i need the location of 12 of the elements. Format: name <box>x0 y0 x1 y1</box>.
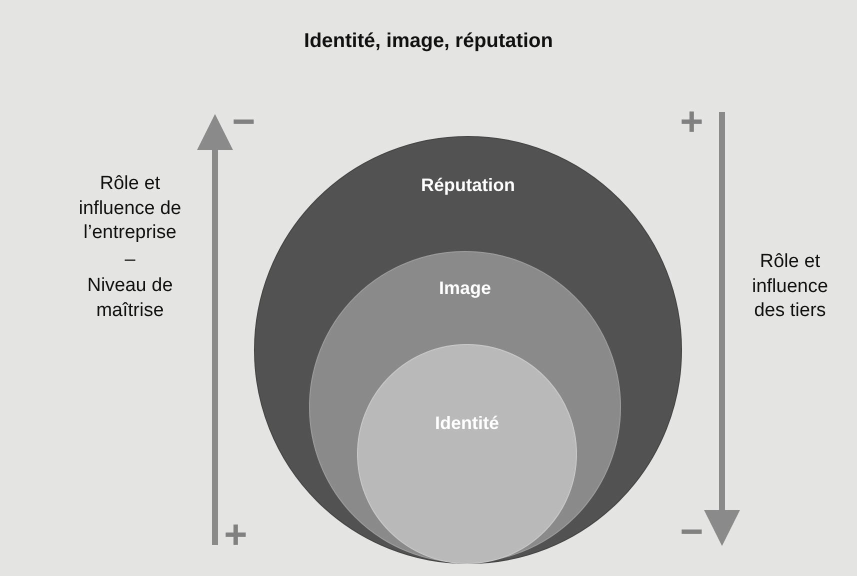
circle-label: Image <box>438 278 492 299</box>
axis-label: Rôle et influence des tiers <box>750 250 830 324</box>
sign-symbol: − <box>680 512 704 552</box>
title: Identité, image, réputation <box>303 30 554 53</box>
circle-label: Identité <box>434 413 500 434</box>
sign-symbol: + <box>224 515 248 555</box>
sign-symbol: − <box>232 102 256 142</box>
circle-label: Réputation <box>420 175 516 196</box>
sign-symbol: + <box>680 102 704 142</box>
axis-label: – <box>124 248 136 272</box>
axis-label: Niveau de maîtrise <box>86 274 174 323</box>
axis-label: Rôle et influence de l’entreprise <box>78 172 182 246</box>
